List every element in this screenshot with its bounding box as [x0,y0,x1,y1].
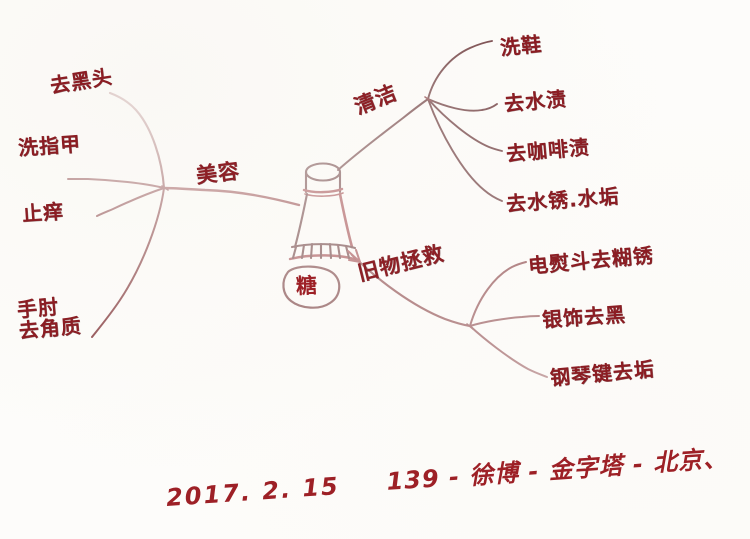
center-circled-word: 糖 [295,273,318,299]
leaf-label-elbow-exfoliate: 手肘 去角质 [15,294,83,343]
leaf-label-silver-tarnish: 银饰去黑 [541,302,627,332]
leaf-label-wash-nails: 洗指甲 [17,131,82,160]
branch-beauty-strokes [67,91,301,338]
center-shaker-icon [288,162,359,262]
branch-label-beauty: 美容 [194,158,242,188]
leaf-label-stop-itch: 止痒 [21,199,65,226]
leaf-label-wash-shoes: 洗鞋 [498,31,544,60]
branch-cleaning-strokes [337,40,503,202]
leaf-label-water-stain: 去水渍 [503,86,568,116]
